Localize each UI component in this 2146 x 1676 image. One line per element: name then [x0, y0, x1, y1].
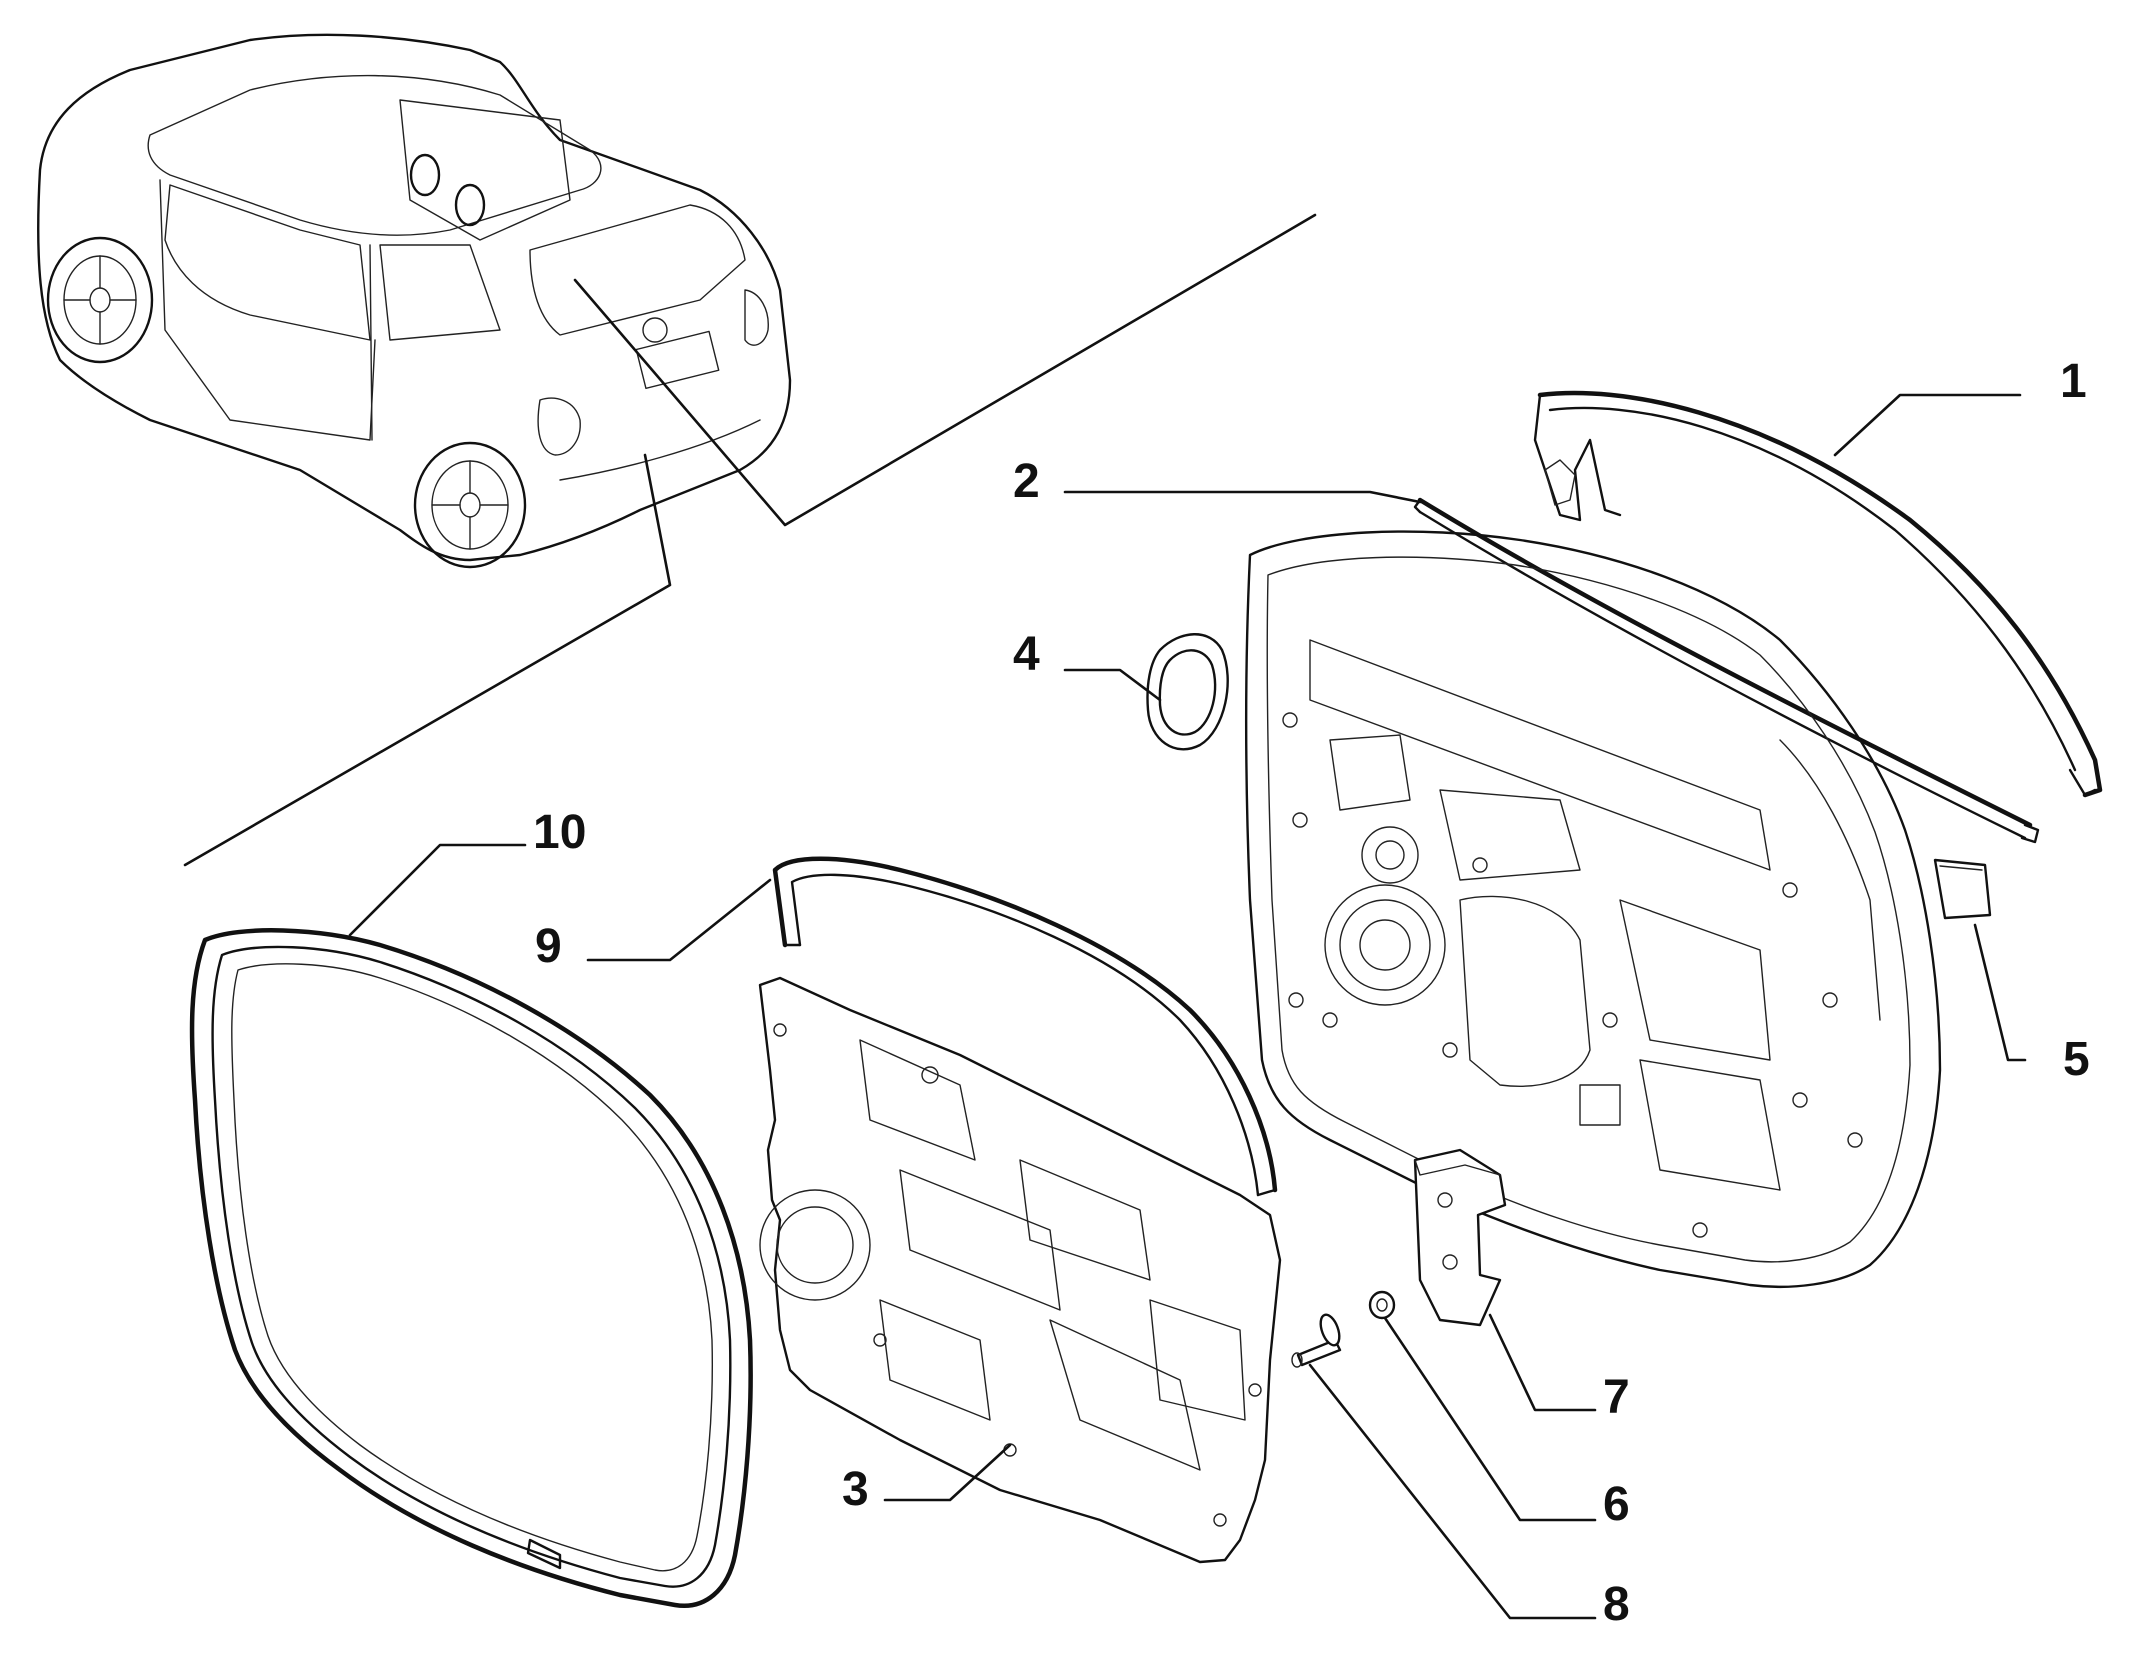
part-3-door-module — [758, 976, 1282, 1564]
car-overview — [37, 33, 792, 569]
part-4-grommet — [1146, 633, 1229, 751]
leader-lines — [348, 393, 2027, 1620]
door-frame-holes — [1282, 712, 1863, 1238]
door-inner-frame — [1245, 530, 1942, 1288]
part-9-trim-strip — [772, 856, 1278, 1197]
callout-labels: 1 2 3 4 5 6 7 8 9 10 — [533, 355, 2090, 1631]
part-5-pad — [1933, 858, 1992, 920]
callout-8: 8 — [1603, 1578, 1630, 1631]
front-wheel — [46, 236, 154, 364]
callout-5: 5 — [2063, 1033, 2090, 1086]
callout-10: 10 — [533, 806, 586, 859]
callout-3: 3 — [842, 1463, 869, 1516]
callout-4: 4 — [1013, 628, 1040, 681]
callout-2: 2 — [1013, 455, 1040, 508]
callout-6: 6 — [1603, 1478, 1630, 1531]
part-8-screw — [1291, 1313, 1342, 1368]
callout-7: 7 — [1603, 1371, 1630, 1424]
part-6-washer — [1368, 1290, 1396, 1320]
callout-9: 9 — [535, 920, 562, 973]
callout-1: 1 — [2060, 355, 2087, 408]
part-7-bracket — [1413, 1148, 1507, 1327]
rear-wheel — [413, 441, 527, 569]
part-10-door-seal — [189, 928, 753, 1609]
zoom-lines — [183, 213, 1317, 867]
part-1-window-frame — [1533, 390, 2103, 798]
